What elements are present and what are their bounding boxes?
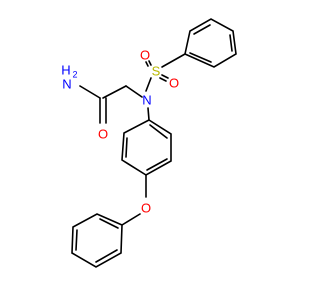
bond-ch2-n (125, 85, 143, 98)
ring-bottom-left (71, 213, 123, 268)
bond-n-s (145, 77, 152, 92)
atom-sulfonyl-o2: O (169, 75, 179, 90)
bond-s-o2-a (161, 74, 169, 79)
bond-s-ring (161, 53, 186, 68)
atom-labels: H 2 N O N S O O O (61, 47, 179, 215)
atom-amide-n: N (62, 76, 71, 91)
bond-s-o1-a (145, 61, 149, 67)
atom-sulfonamide-n: N (142, 92, 151, 107)
atom-amide-h: H (61, 62, 70, 77)
bond-s-o2-b (159, 77, 167, 82)
amide-group (79, 85, 143, 124)
ring-middle (121, 119, 172, 176)
atom-sulfur: S (152, 63, 161, 78)
structure-diagram: H 2 N O N S O O O (61, 18, 237, 268)
bond-o-ring (121, 213, 141, 226)
sulfonyl-group (145, 53, 186, 92)
bond-s-o1-b (148, 60, 152, 66)
phenoxy-ring (71, 213, 141, 268)
molecule-canvas: H 2 N O N S O O O (61, 18, 237, 268)
benzenesulfonyl-ring (184, 18, 237, 68)
bond-n-ring (147, 107, 150, 121)
atom-carbonyl-o: O (98, 126, 108, 141)
phenoxyphenyl-ring (121, 107, 172, 198)
ring-top-right (184, 18, 237, 68)
atom-sulfonyl-o1: O (140, 47, 150, 62)
atom-ether-o: O (141, 200, 151, 215)
bond-n-c (79, 85, 101, 99)
atom-amide-h-count: 2 (72, 69, 77, 79)
bond-c-ch2 (102, 85, 127, 99)
